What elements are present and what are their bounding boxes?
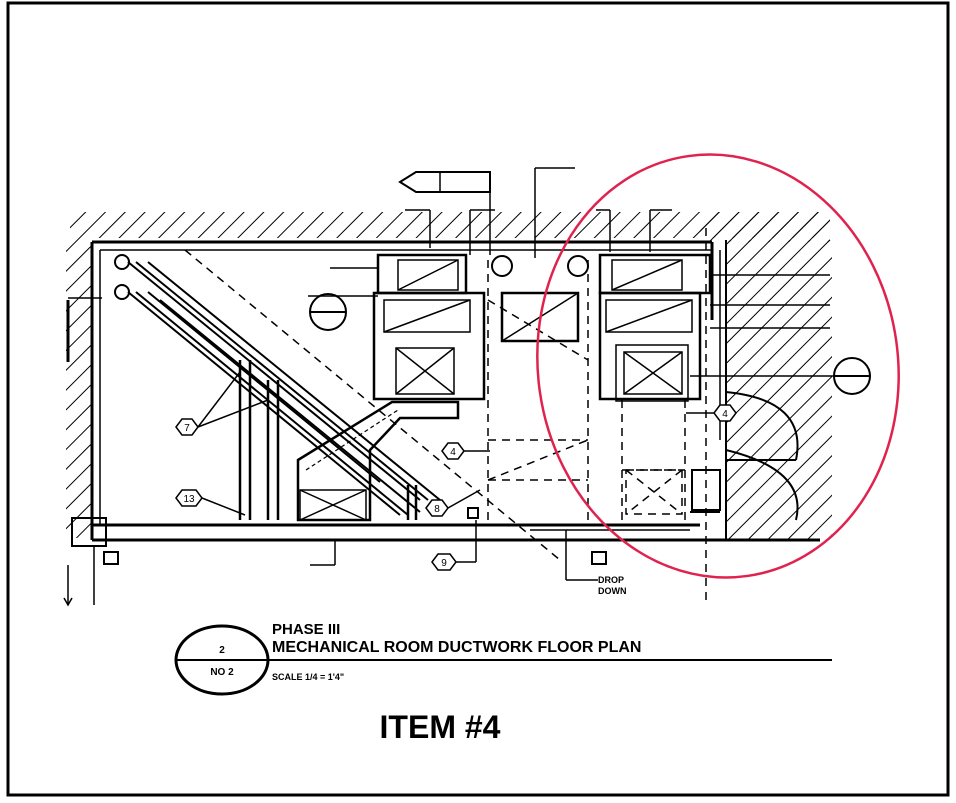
highlight-ellipse [536,153,900,579]
right-wall-hatch [726,240,832,540]
dashed-overhead [184,228,707,600]
scale-note: SCALE 1/4 = 1'4" [272,672,344,682]
room-walls [66,240,820,547]
angled-duct [296,400,460,522]
callout-9-label: 9 [441,558,447,569]
callout-4-right: 4 [686,404,737,422]
callout-4-left-label: 4 [450,447,456,458]
diagonal-piping [127,261,441,516]
callout-8: 8 [425,489,481,517]
callout-8-label: 8 [434,504,440,515]
detail-number: 2 [219,645,225,656]
sheet-border [6,1,950,797]
item-label: ITEM #4 [380,709,501,745]
drawing-title: MECHANICAL ROOM DUCTWORK FLOOR PLAN [272,639,641,656]
callout-4-right-label: 4 [722,409,728,420]
callout-13: 13 [175,489,246,516]
title-block: 2 NO 2 PHASE III MECHANICAL ROOM DUCTWOR… [174,621,832,696]
callout-13-label: 13 [183,494,195,505]
vertical-pipes [238,360,418,520]
right-wall-hatch-upper [700,212,830,242]
phase-label: PHASE III [272,621,340,638]
floor-drains [103,507,607,565]
sheet-number: NO 2 [210,667,234,678]
callout-9: 9 [431,520,477,571]
left-wall-hatch [66,238,92,538]
drop-note-line1: DROP [598,575,624,585]
door-swing [690,391,799,521]
callout-4-left: 4 [441,442,490,460]
round-equipment [114,254,871,395]
air-handling-units [372,253,712,402]
callout-7-label: 7 [184,423,190,434]
drop-note-line2: DOWN [598,586,627,596]
top-riser-leaders [398,167,672,258]
callout-7: 7 [175,371,269,436]
